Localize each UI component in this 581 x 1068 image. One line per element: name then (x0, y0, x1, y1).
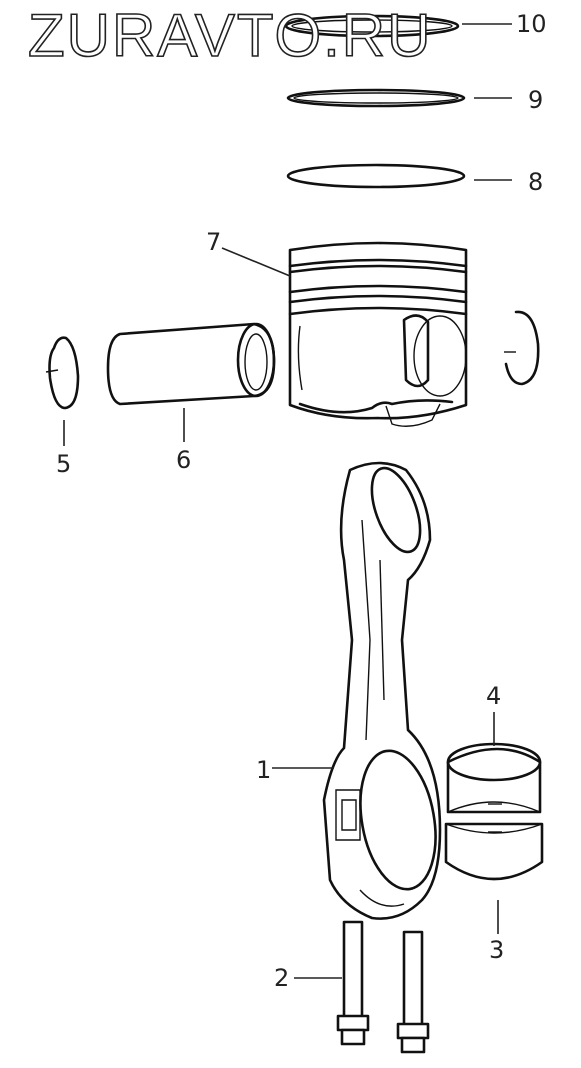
site-watermark: ZURAVTO.RU (27, 2, 433, 69)
callout-9: 9 (528, 86, 544, 114)
bolt-right (396, 930, 430, 1054)
oil-control-ring (286, 163, 466, 189)
circlip-left (45, 336, 80, 410)
piston-pin (106, 322, 276, 406)
bearing-shell-lower (444, 822, 544, 881)
connecting-rod (322, 461, 442, 920)
callout-7: 7 (206, 228, 222, 256)
circlip-right (504, 310, 540, 386)
callout-10: 10 (516, 10, 547, 38)
callout-3: 3 (489, 936, 505, 964)
piston-ring-top (284, 14, 460, 38)
callout-6: 6 (176, 446, 192, 474)
leader-lines (63, 23, 512, 979)
bolt-left (336, 920, 370, 1046)
callout-8: 8 (528, 168, 544, 196)
piston-ring-second (286, 88, 466, 108)
piston (288, 241, 468, 427)
callout-1: 1 (256, 756, 272, 784)
callout-2: 2 (274, 964, 290, 992)
callout-4: 4 (486, 682, 502, 710)
callout-5: 5 (56, 450, 72, 478)
bearing-shell-upper (446, 742, 542, 814)
